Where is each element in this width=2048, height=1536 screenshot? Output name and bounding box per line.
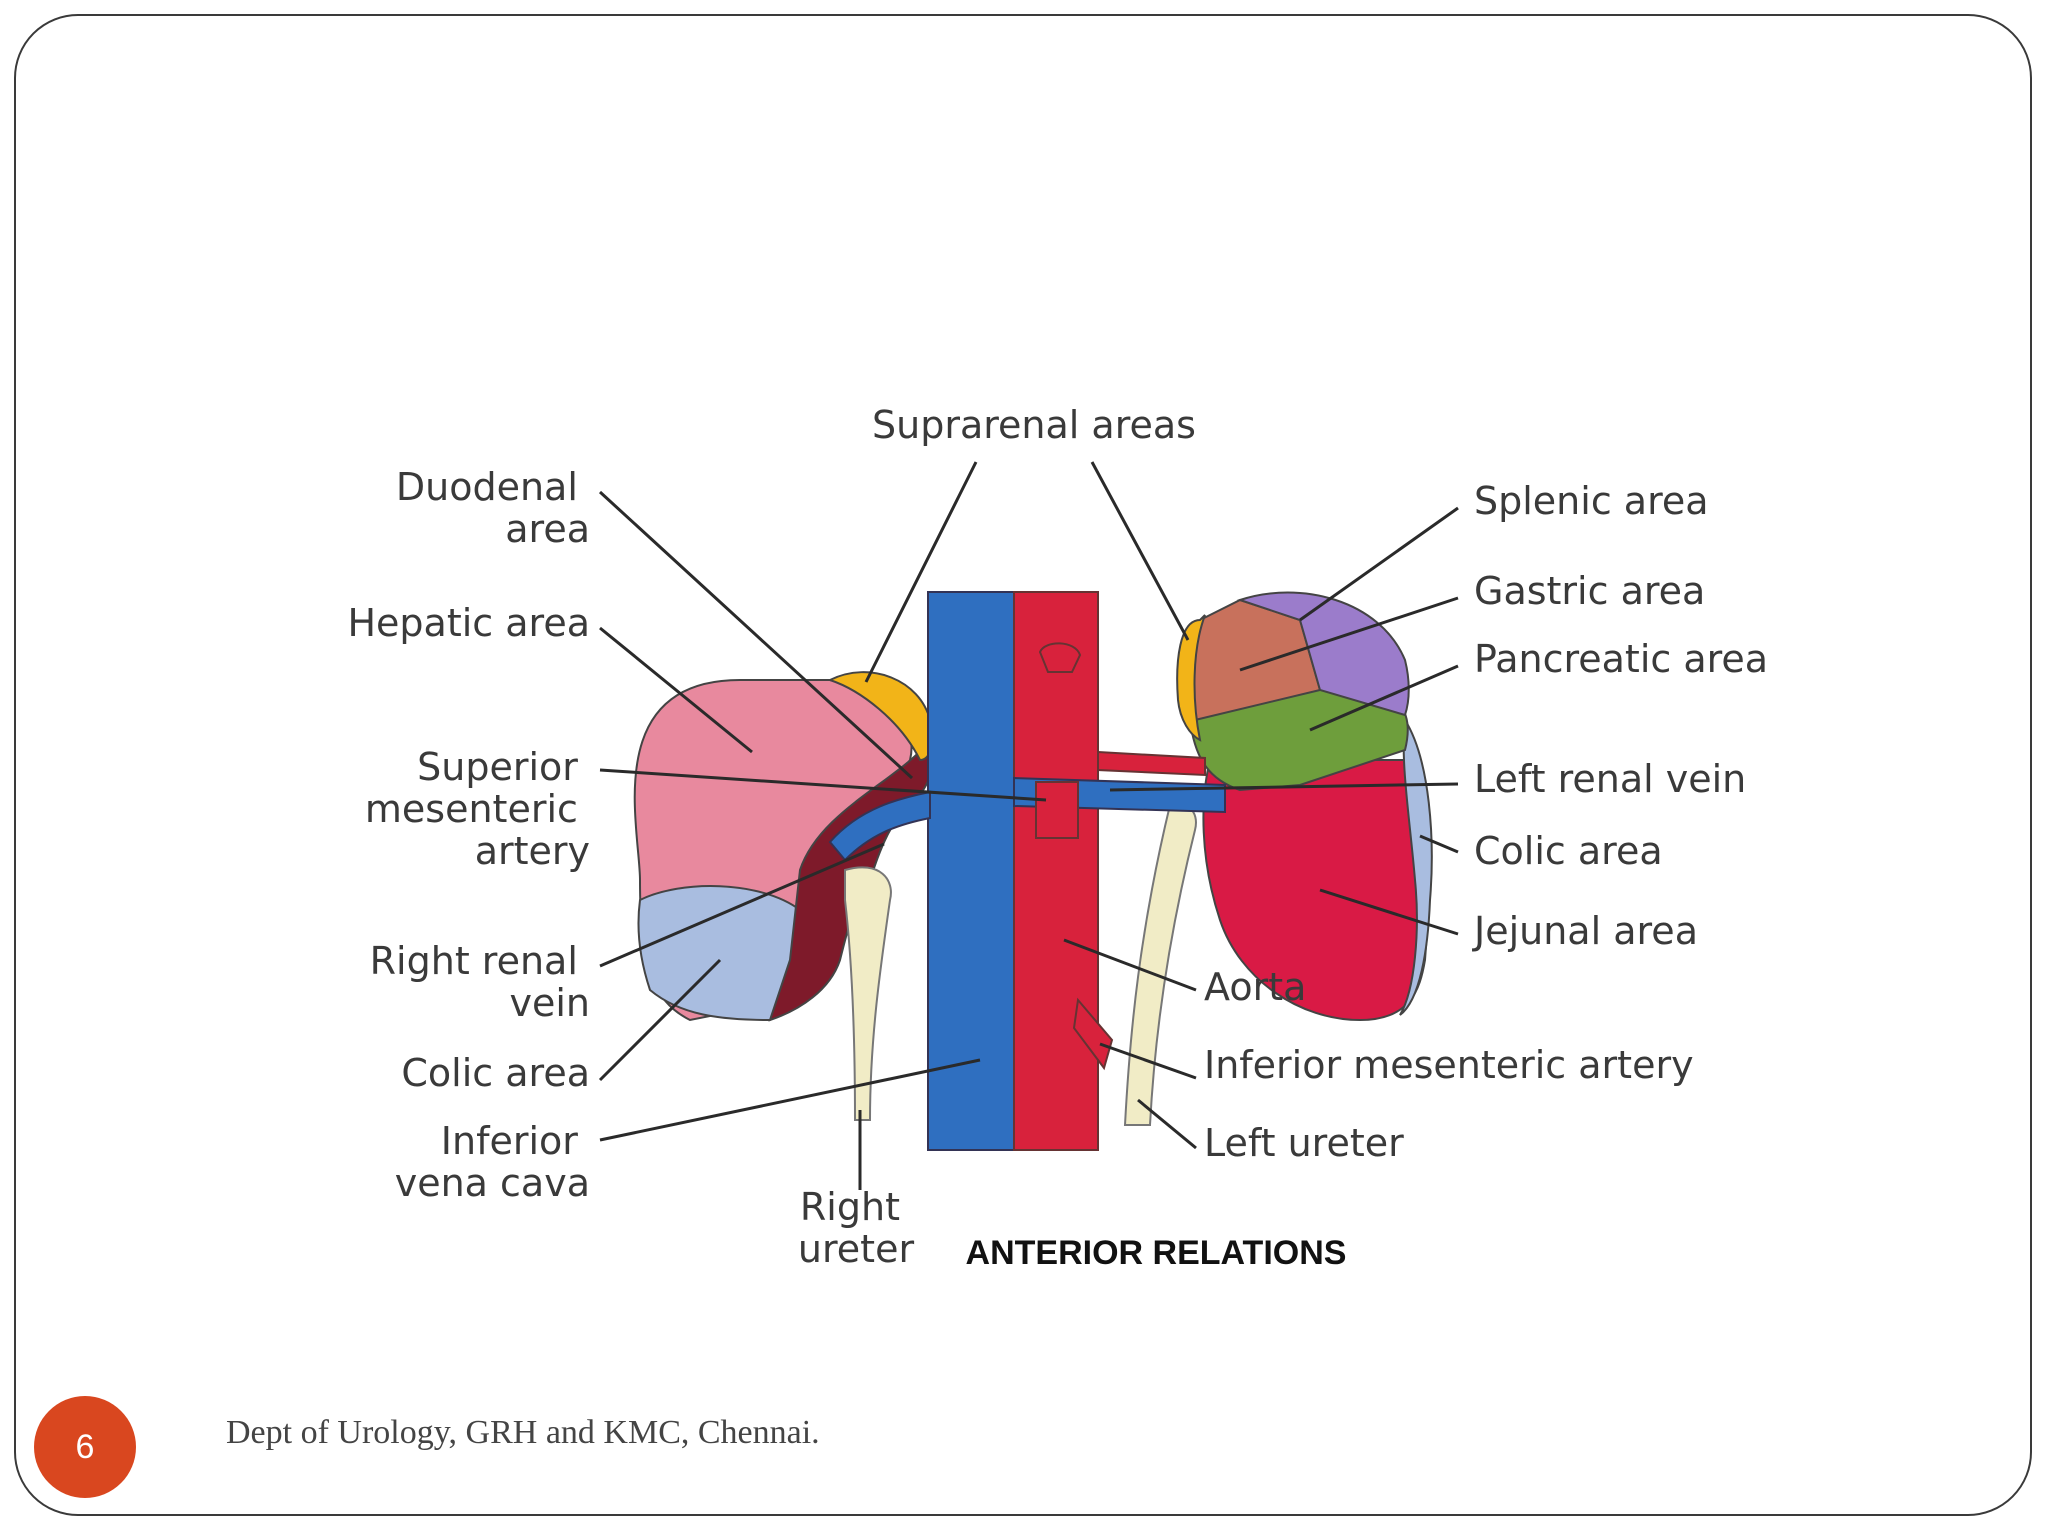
- label-jejunal-area: Jejunal area: [1472, 909, 1698, 953]
- label-superior-mesenteric-artery: Superior mesenteric artery: [365, 745, 590, 873]
- leader-aorta: [1063, 938, 1197, 992]
- label-left-renal-vein: Left renal vein: [1474, 757, 1746, 801]
- left-renal-artery-vessel: [1097, 750, 1206, 777]
- label-left-colic-area: Colic area: [1474, 829, 1663, 873]
- right-ureter-tube: [844, 866, 892, 1121]
- splenic-area-region: [1236, 591, 1410, 717]
- left-colic-area-region: [1399, 717, 1433, 1016]
- label-pancreatic-area: Pancreatic area: [1474, 637, 1768, 681]
- leader-hepatic: [599, 626, 753, 754]
- label-right-renal-vein: Right renal vein: [370, 939, 590, 1025]
- left-kidney: [1176, 591, 1433, 1022]
- label-inferior-vena-cava: Inferior vena cava: [395, 1119, 590, 1205]
- superior-mesenteric-artery-stump: [1035, 781, 1079, 839]
- label-aorta: Aorta: [1204, 965, 1306, 1009]
- leader-left-ureter: [1137, 1098, 1197, 1150]
- leader-duodenal: [598, 490, 914, 780]
- label-right-colic-area: Colic area: [401, 1051, 590, 1095]
- label-splenic-area: Splenic area: [1474, 479, 1709, 523]
- inferior-mesenteric-artery-stump: [1072, 997, 1114, 1071]
- leader-right-colic: [598, 958, 722, 1082]
- leader-ivc: [599, 1058, 981, 1142]
- leader-right-renal-vein: [599, 842, 885, 968]
- aorta-vessel: [1013, 591, 1099, 1151]
- leader-pancreatic: [1309, 664, 1459, 732]
- label-gastric-area: Gastric area: [1474, 569, 1705, 613]
- label-duodenal-area: Duodenal area: [396, 465, 590, 551]
- label-left-ureter: Left ureter: [1204, 1121, 1404, 1165]
- leader-splenic: [1299, 506, 1459, 622]
- label-hepatic-area: Hepatic area: [347, 601, 590, 645]
- slide-number-badge: 6: [34, 1396, 136, 1498]
- right-kidney: [633, 671, 934, 1022]
- left-suprarenal-region: [1176, 614, 1206, 742]
- leader-lines: [598, 461, 1459, 1190]
- leader-left-renal-vein: [1109, 782, 1459, 792]
- left-ureter-tube: [1123, 802, 1197, 1126]
- label-right-ureter: Right ureter: [798, 1185, 915, 1271]
- leader-left-colic: [1419, 834, 1459, 854]
- label-inferior-mesenteric-artery: Inferior mesenteric artery: [1204, 1043, 1694, 1087]
- figure-caption: ANTERIOR RELATIONS: [966, 1234, 1347, 1272]
- leader-ima: [1099, 1042, 1197, 1080]
- slide-footer: Dept of Urology, GRH and KMC, Chennai.: [226, 1414, 820, 1451]
- leader-suprarenal-right: [864, 461, 978, 683]
- label-suprarenal-areas: Suprarenal areas: [872, 403, 1196, 447]
- celiac-trunk-stump: [1038, 642, 1082, 673]
- leader-suprarenal-left: [1090, 461, 1190, 641]
- inferior-vena-cava-vessel: [927, 591, 1015, 1151]
- leader-gastric: [1239, 596, 1459, 672]
- leader-jejunal: [1319, 888, 1459, 936]
- leader-sma: [599, 768, 1047, 802]
